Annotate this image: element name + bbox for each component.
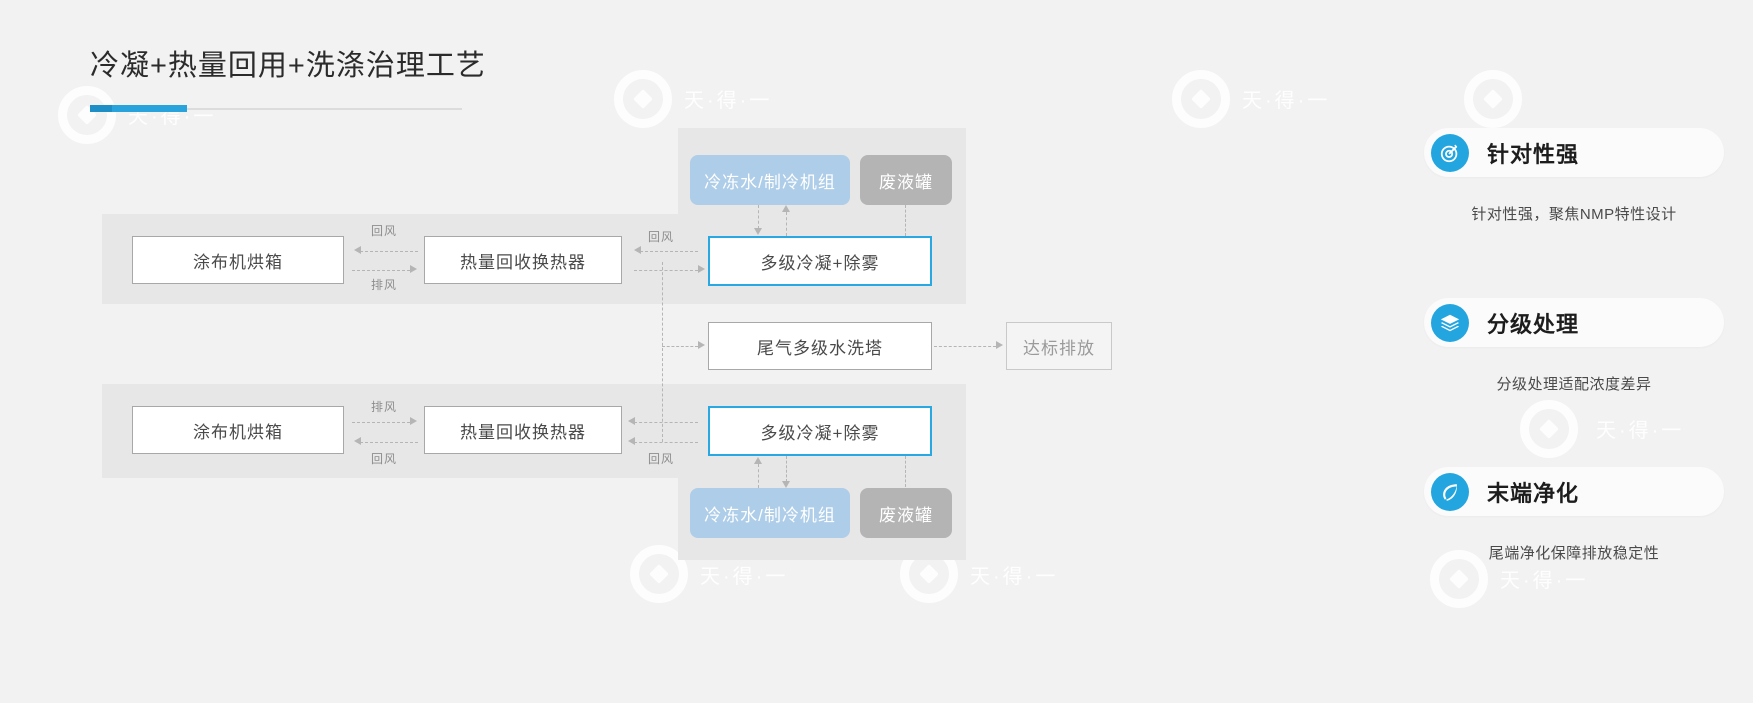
connector-a-waste (905, 205, 906, 236)
arrow-a-chiller-up (782, 205, 790, 212)
watermark-text: 天·得·一 (970, 566, 1059, 588)
arrow-b-exhaust2 (628, 417, 635, 425)
connector-b-exhaust2 (634, 422, 698, 423)
arrow-a-return2 (634, 246, 641, 254)
chip-chiller-a-label: 冷冻水/制冷机组 (704, 172, 836, 192)
watermark-ring (1464, 70, 1522, 128)
arrow-a-exhaust (410, 265, 417, 273)
node-scrubber[interactable]: 尾气多级水洗塔 (708, 322, 932, 370)
feature-card-0[interactable]: 针对性强 针对性强，聚焦NMP特性设计 (1424, 128, 1724, 224)
node-exchanger-a[interactable]: 热量回收换热器 (424, 236, 622, 284)
flow-label-return-b2: 回风 (648, 452, 675, 466)
feature-card-1[interactable]: 分级处理 分级处理适配浓度差异 (1424, 298, 1724, 394)
flow-label-return-a2: 回风 (648, 230, 675, 244)
watermark-text: 天·得·一 (1596, 420, 1685, 442)
arrow-a-exhaust2 (698, 265, 705, 273)
layers-icon (1431, 303, 1469, 342)
chip-chiller-b[interactable]: 冷冻水/制冷机组 (690, 488, 850, 538)
connector-a-chiller-up (786, 212, 787, 236)
connector-scrubber-in (662, 346, 698, 347)
connector-a-exhaust2 (634, 270, 698, 271)
node-oven-a[interactable]: 涂布机烘箱 (132, 236, 344, 284)
title-rule-accent (90, 105, 187, 112)
feature-pill-0[interactable]: 针对性强 (1424, 128, 1724, 177)
node-exchanger-a-label: 热量回收换热器 (460, 252, 586, 272)
feature-title-2: 末端净化 (1487, 480, 1580, 506)
connector-b-chiller-down (786, 456, 787, 482)
node-exchanger-b[interactable]: 热量回收换热器 (424, 406, 622, 454)
node-oven-b[interactable]: 涂布机烘箱 (132, 406, 344, 454)
feature-pill-2[interactable]: 末端净化 (1424, 467, 1724, 516)
flow-label-exhaust-b1: 排风 (371, 400, 398, 414)
node-exchanger-b-label: 热量回收换热器 (460, 422, 586, 442)
feature-pill-1[interactable]: 分级处理 (1424, 298, 1724, 347)
connector-b-return2 (634, 442, 698, 443)
connector-b-chiller-up (758, 464, 759, 488)
feature-desc-0: 针对性强，聚焦NMP特性设计 (1471, 206, 1677, 223)
node-oven-b-label: 涂布机烘箱 (193, 422, 283, 442)
target-icon (1431, 133, 1469, 172)
node-oven-a-label: 涂布机烘箱 (193, 252, 283, 272)
feature-card-2[interactable]: 末端净化 尾端净化保障排放稳定性 (1424, 467, 1724, 563)
connector-b-return (360, 442, 418, 443)
flow-label-return-a1: 回风 (371, 224, 398, 238)
connector-a-return2 (640, 251, 698, 252)
feature-title-1: 分级处理 (1487, 311, 1580, 337)
chip-waste-tank-b-label: 废液罐 (879, 505, 933, 525)
connector-b-waste (905, 456, 906, 487)
arrow-a-chiller-down (754, 228, 762, 235)
arrow-b-chiller-up (754, 457, 762, 464)
node-condenser-b-label: 多级冷凝+除雾 (760, 423, 880, 443)
connector-scrubber-out (934, 346, 996, 347)
connector-b-exhaust (352, 422, 410, 423)
feature-desc-1: 分级处理适配浓度差异 (1496, 376, 1652, 393)
chip-chiller-b-label: 冷冻水/制冷机组 (704, 505, 836, 525)
connector-trunk-vertical (662, 262, 663, 442)
chip-waste-tank-a-label: 废液罐 (879, 172, 933, 192)
chip-waste-tank-a[interactable]: 废液罐 (860, 155, 952, 205)
leaf-icon (1431, 472, 1469, 511)
connector-a-chiller-down (758, 205, 759, 229)
arrow-a-return (354, 246, 361, 254)
chip-waste-tank-b[interactable]: 废液罐 (860, 488, 952, 538)
watermark-text: 天·得·一 (1242, 90, 1331, 112)
feature-title-0: 针对性强 (1487, 141, 1580, 167)
node-condenser-a[interactable]: 多级冷凝+除雾 (708, 236, 932, 286)
page-title: 冷凝+热量回用+洗涤治理工艺 (90, 42, 486, 84)
node-emission-label: 达标排放 (1023, 338, 1095, 358)
arrow-scrubber-out (996, 341, 1003, 349)
connector-a-return (360, 251, 418, 252)
flow-label-return-b1: 回风 (371, 452, 398, 466)
arrow-b-return (354, 437, 361, 445)
watermark-ring (1172, 70, 1230, 128)
watermark-ring (614, 70, 672, 128)
title-rule-tab (90, 105, 112, 112)
watermark-text: 天·得·一 (1500, 570, 1589, 592)
node-condenser-a-label: 多级冷凝+除雾 (760, 253, 880, 273)
arrow-b-return2 (628, 437, 635, 445)
node-scrubber-label: 尾气多级水洗塔 (757, 338, 883, 358)
watermark-ring (58, 86, 116, 144)
node-condenser-b[interactable]: 多级冷凝+除雾 (708, 406, 932, 456)
page-title-text: 冷凝+热量回用+洗涤治理工艺 (90, 50, 486, 82)
watermark-text: 天·得·一 (684, 90, 773, 112)
feature-desc-2: 尾端净化保障排放稳定性 (1488, 545, 1660, 562)
chip-chiller-a[interactable]: 冷冻水/制冷机组 (690, 155, 850, 205)
node-emission[interactable]: 达标排放 (1006, 322, 1112, 370)
arrow-scrubber-in (698, 341, 705, 349)
arrow-b-chiller-down (782, 481, 790, 488)
arrow-b-exhaust (410, 417, 417, 425)
connector-a-exhaust (352, 270, 410, 271)
watermark-ring (1520, 400, 1578, 458)
title-rule (90, 108, 462, 110)
watermark-text: 天·得·一 (700, 566, 789, 588)
flow-label-exhaust-a1: 排风 (371, 278, 398, 292)
